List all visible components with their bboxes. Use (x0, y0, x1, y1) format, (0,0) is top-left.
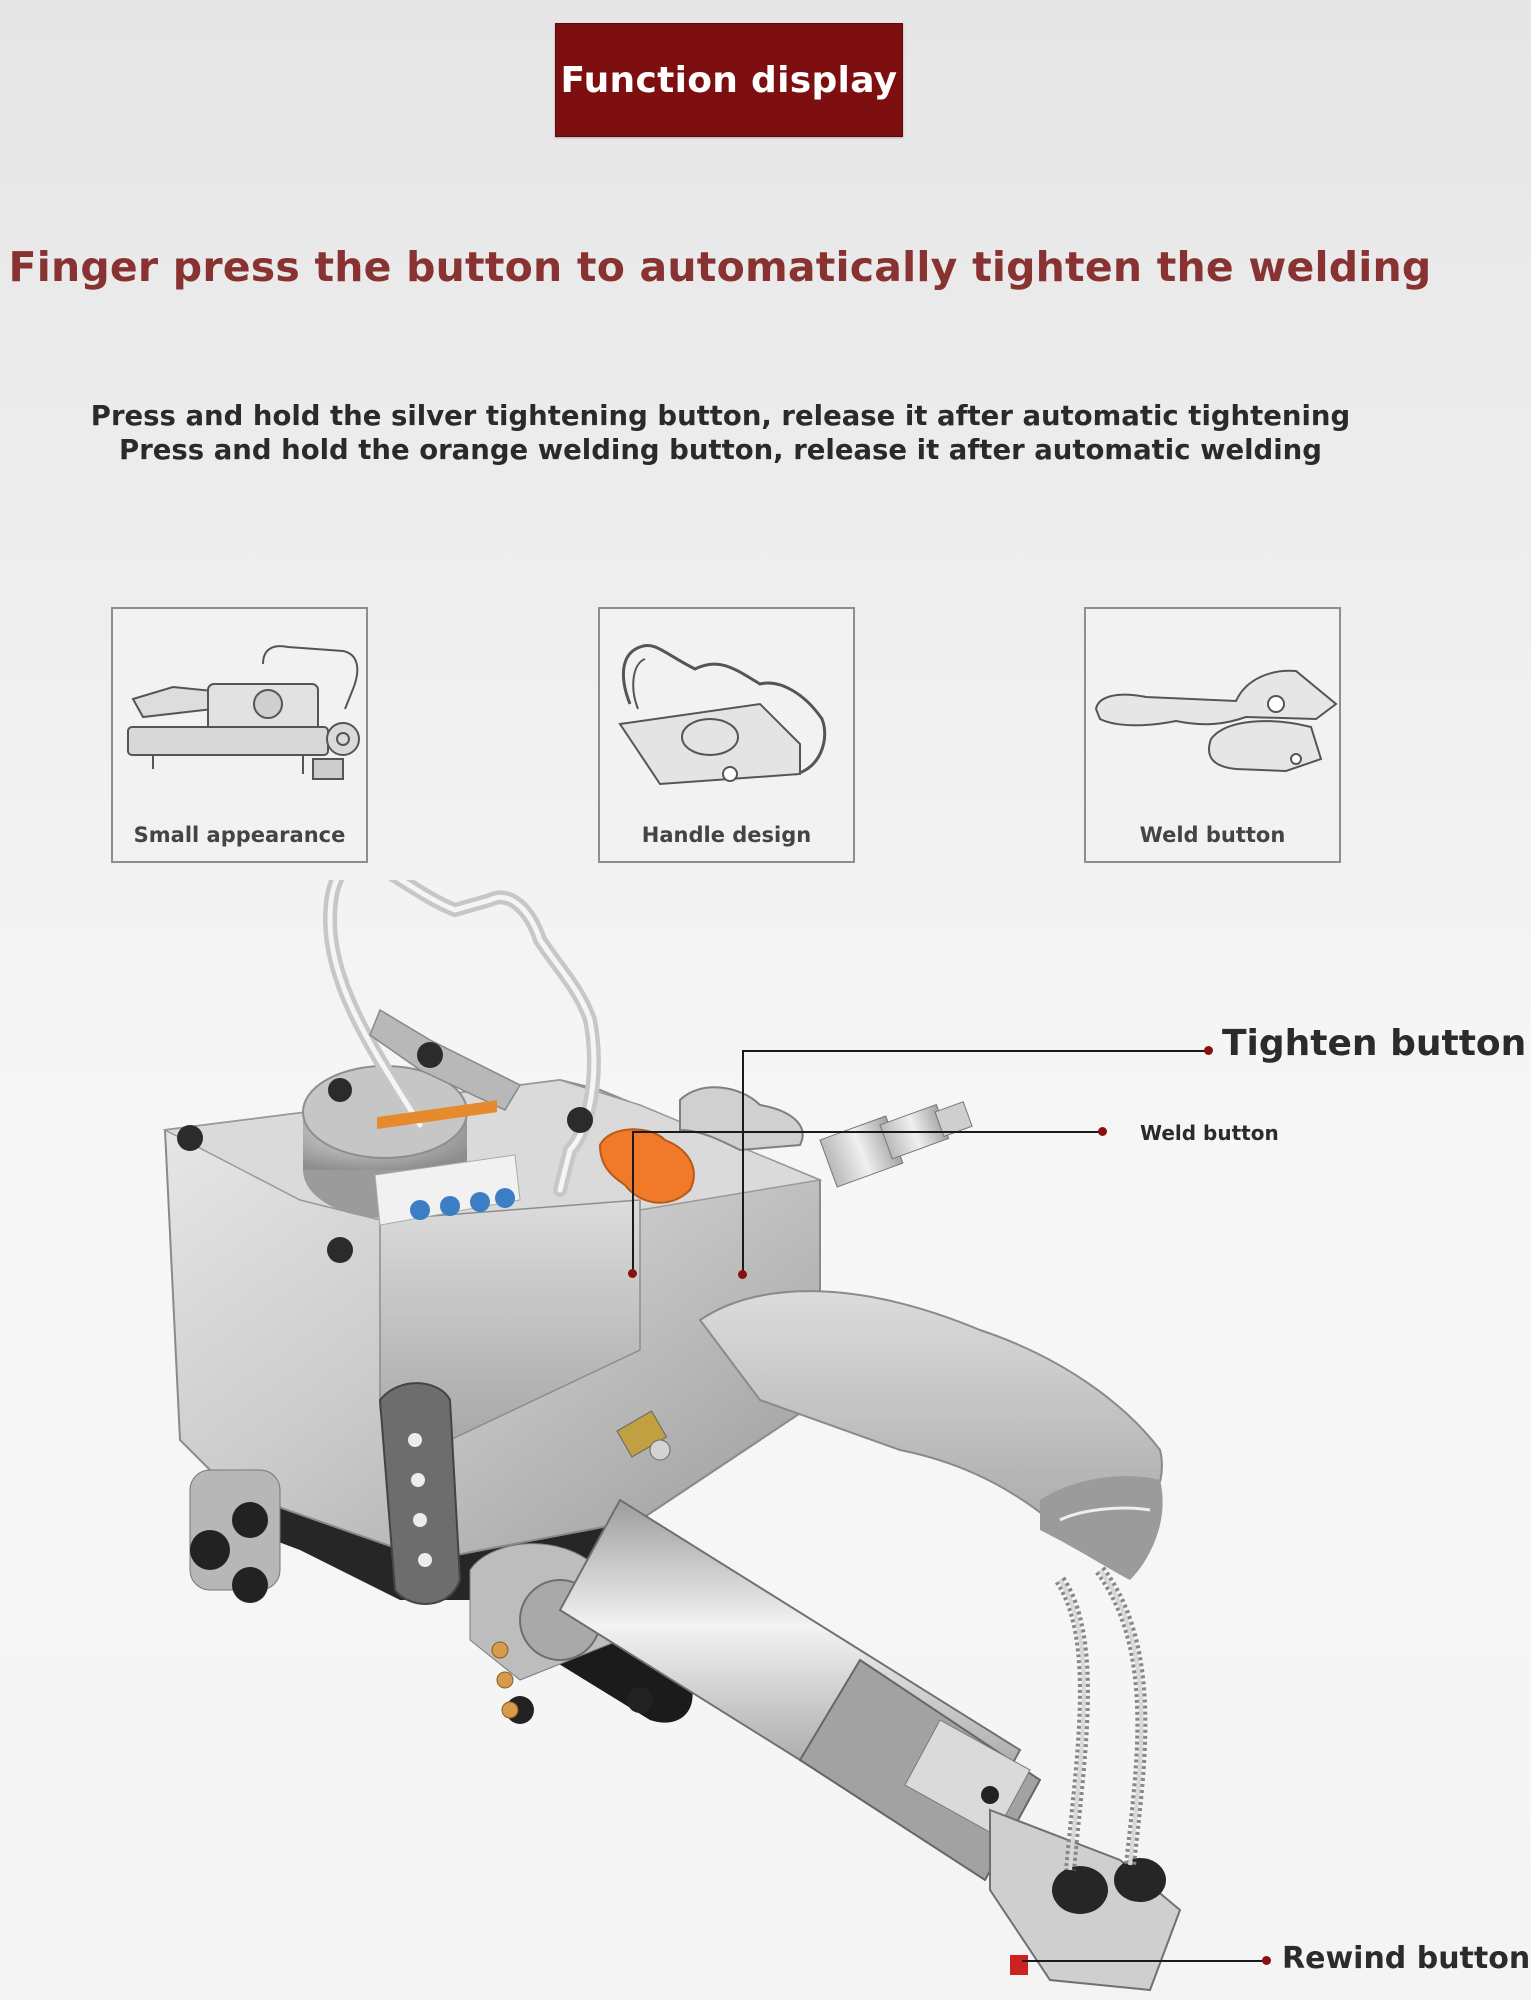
section-title-box: Function display (555, 23, 903, 137)
tighten-callout-dot (1204, 1046, 1213, 1055)
weld-button-sketch-icon (1094, 669, 1338, 773)
thumbnail-caption: Handle design (641, 823, 812, 847)
instruction-tighten: Press and hold the silver tightening but… (90, 400, 1351, 432)
headline: Finger press the button to automatically… (8, 243, 1432, 291)
thumbnail-caption: Small appearance (133, 823, 346, 847)
pneumatic-strapping-tool-illustration (162, 880, 1182, 1992)
thumbnail-small-appearance: Small appearance (111, 607, 368, 863)
weld-callout-line-vertical (632, 1131, 634, 1273)
thumbnail-caption: Weld button (1139, 823, 1286, 847)
rewind-button-label: Rewind button (1282, 1941, 1531, 1976)
rewind-callout-dot (1262, 1956, 1271, 1965)
thumbnail-handle-design: Handle design (598, 607, 855, 863)
handle-sketch-icon (618, 644, 827, 786)
tighten-anchor-dot (738, 1270, 747, 1279)
tighten-callout-line-horizontal (742, 1050, 1208, 1052)
section-title: Function display (560, 59, 898, 101)
tighten-button-label: Tighten button (1222, 1023, 1527, 1064)
thumbnail-weld-button: Weld button (1084, 607, 1341, 863)
strapping-tool-sketch-icon (127, 645, 360, 780)
weld-anchor-dot (628, 1269, 637, 1278)
instructions: Press and hold the silver tightening but… (0, 399, 1441, 467)
weld-callout-line-horizontal (632, 1131, 1102, 1133)
tighten-callout-line-vertical (742, 1050, 744, 1274)
instruction-weld: Press and hold the orange welding button… (119, 434, 1322, 466)
rewind-callout-line (1022, 1960, 1268, 1962)
weld-button-label: Weld button (1140, 1121, 1279, 1145)
weld-callout-dot (1098, 1127, 1107, 1136)
